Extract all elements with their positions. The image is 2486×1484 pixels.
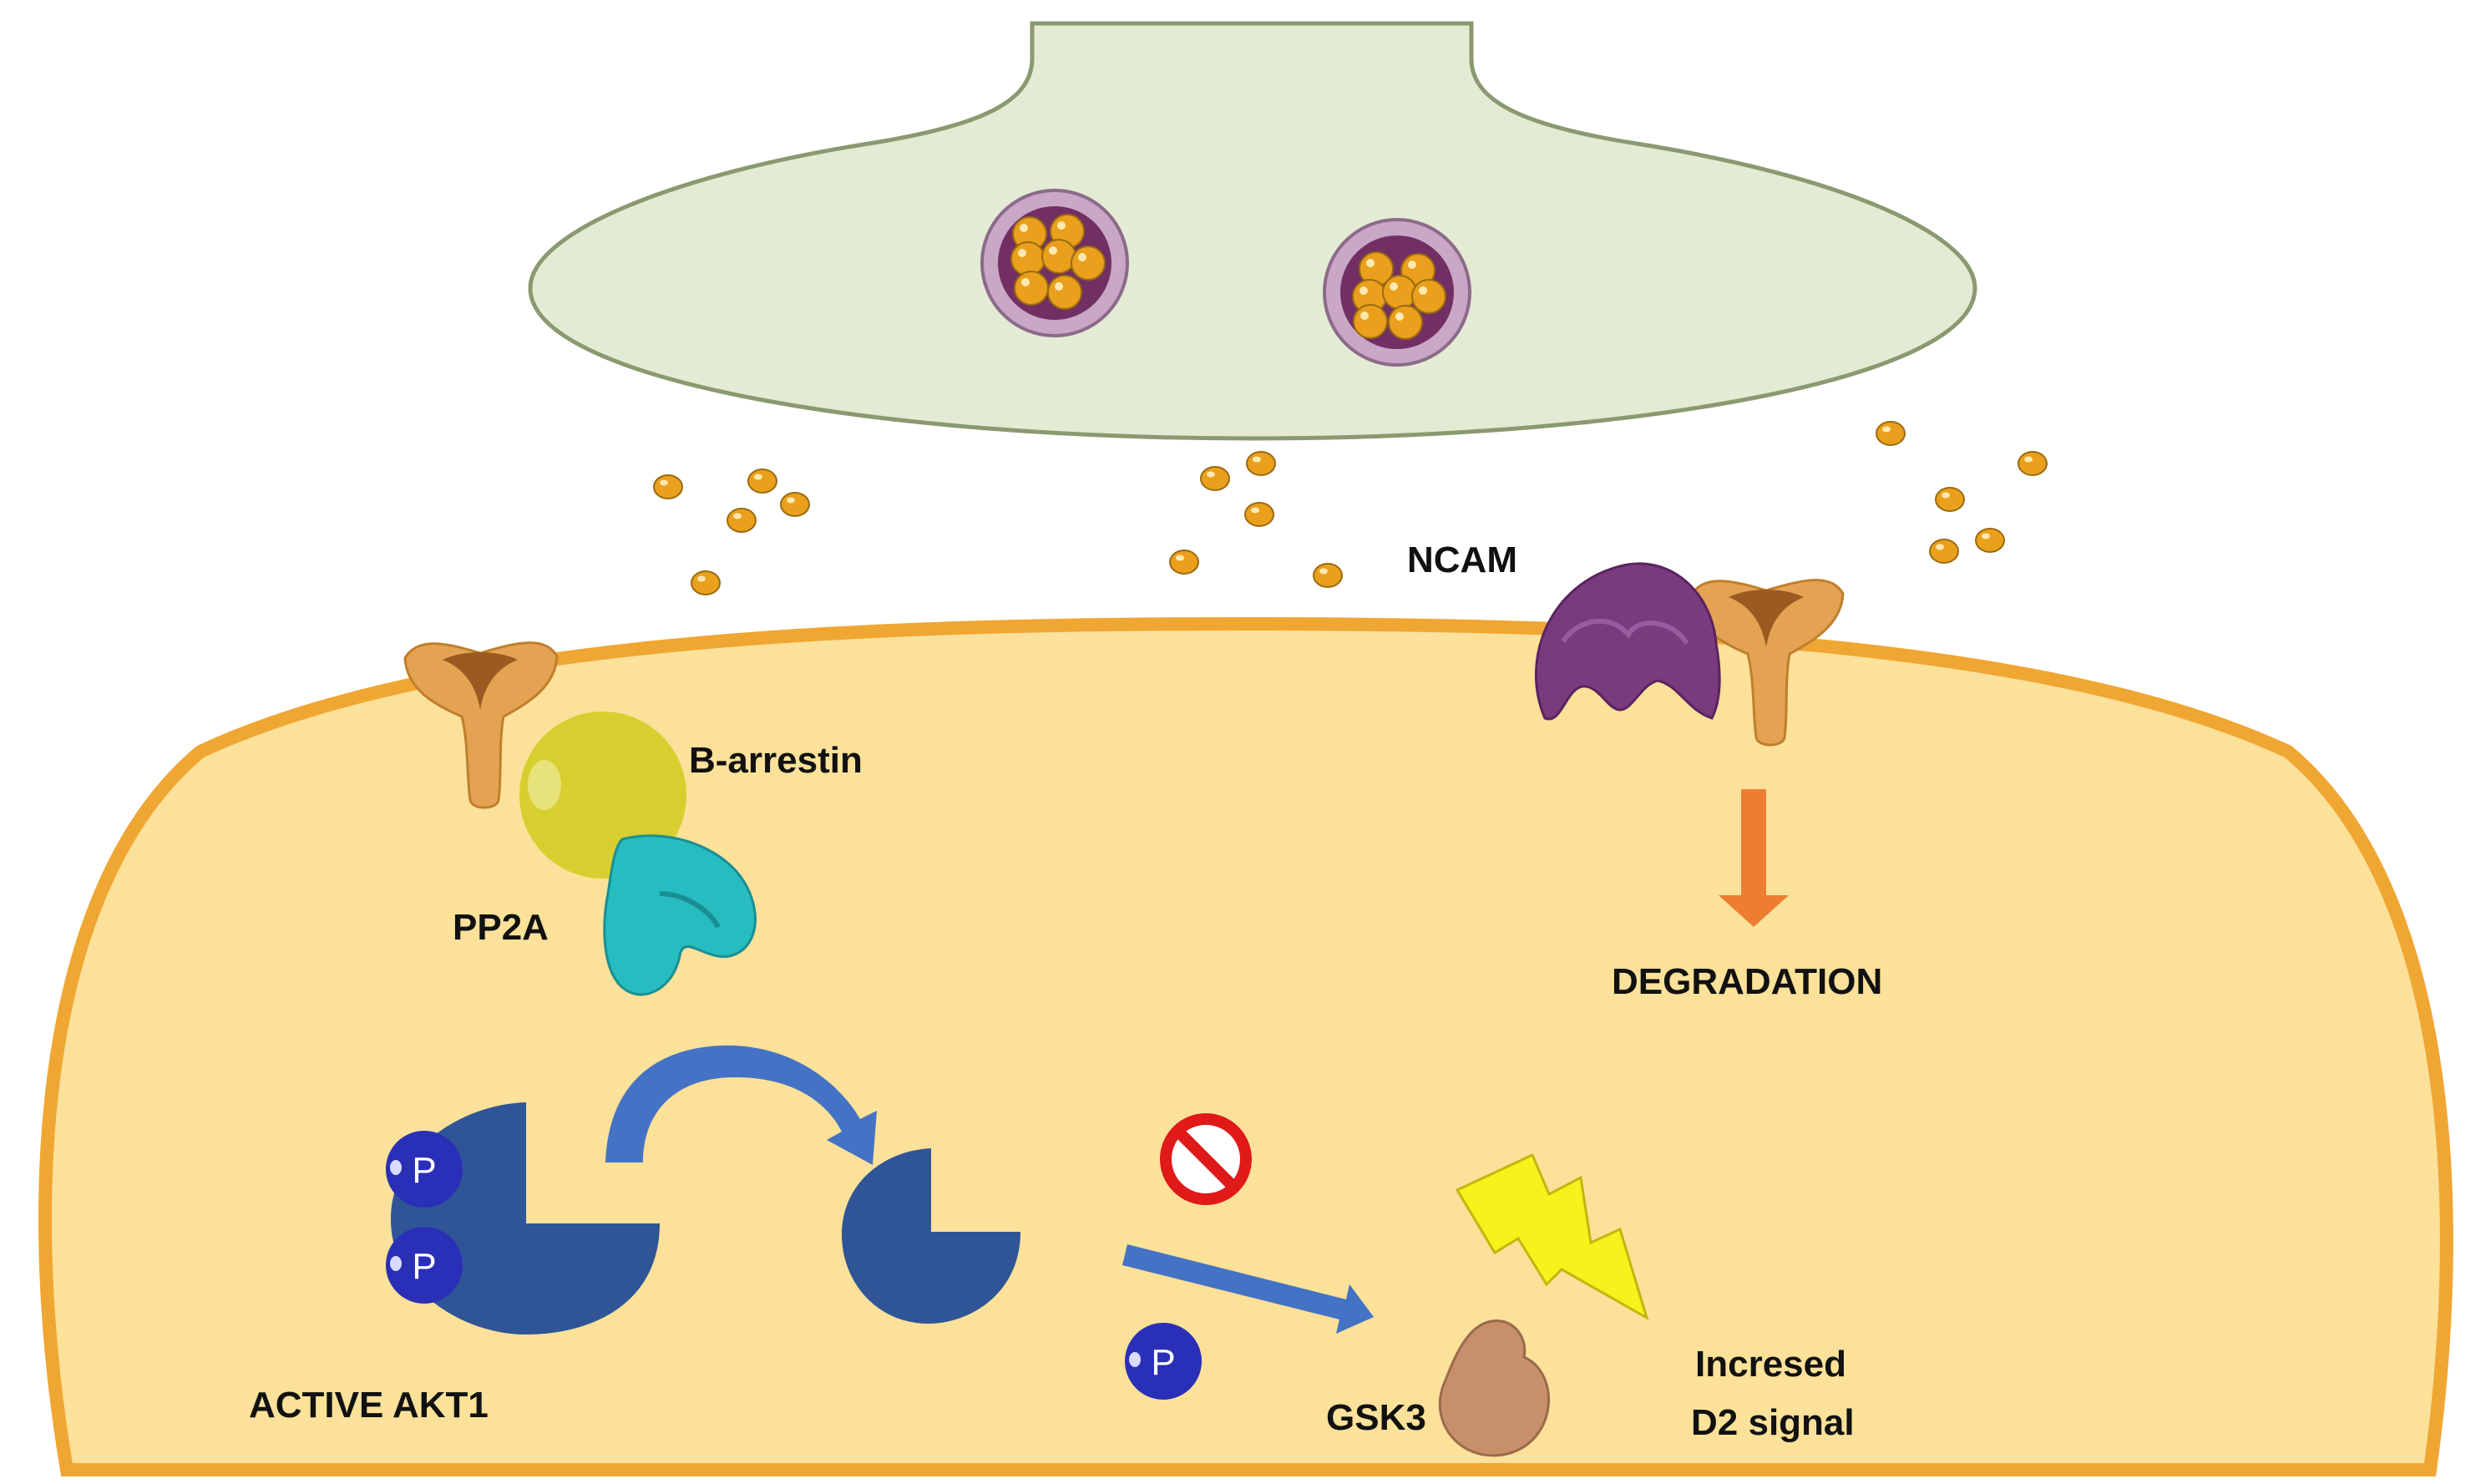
vesicle-icon [1323,218,1471,367]
degradation-label: DEGRADATION [1612,961,1882,1002]
gsk3-label: GSK3 [1326,1397,1426,1438]
lightning-icon [1455,1152,1649,1321]
vesicle-icon [980,189,1129,337]
phosphorylation-arrow [1122,1244,1374,1334]
pp2a-icon [603,834,757,996]
d2-signal-label-line1: Incresed [1695,1344,1846,1385]
svg-text:P: P [1151,1342,1175,1383]
svg-text:P: P [412,1246,436,1287]
inhibit-icon [1160,1113,1252,1205]
postsynaptic-cell [38,616,2453,1476]
ncam-label: NCAM [1407,539,1517,580]
gsk3-icon [1439,1319,1550,1457]
phosphate-icon: P [386,1227,463,1304]
d2-signal-label-line2: D2 signal [1691,1402,1855,1443]
active-akt1-label: ACTIVE AKT1 [249,1385,489,1426]
b-arrestin-label: B-arrestin [689,740,863,781]
akt1-icon [842,1148,1020,1324]
dephosphorylation-arrow [605,1045,877,1165]
phosphate-icon: P [1125,1323,1202,1400]
svg-text:P: P [412,1150,436,1191]
neurotransmitter-group [653,421,2048,595]
pp2a-label: PP2A [453,907,549,948]
presynaptic-terminal [528,21,1977,441]
ncam-icon [1534,562,1721,721]
degradation-arrow [1719,789,1789,927]
phosphate-icon: P [386,1131,463,1208]
